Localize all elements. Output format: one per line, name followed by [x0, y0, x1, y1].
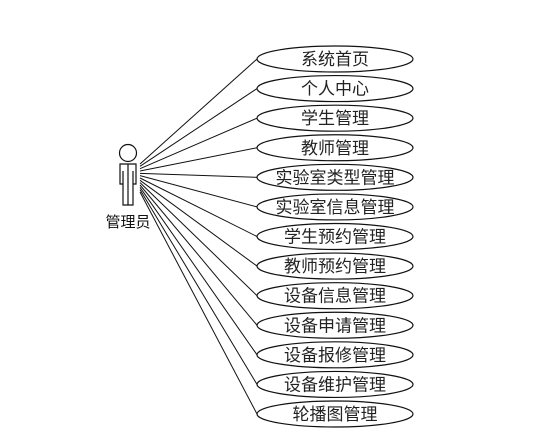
- use-case-ellipse: [256, 400, 414, 428]
- association-line: [139, 187, 258, 356]
- use-case: 设备申请管理: [256, 311, 414, 339]
- association-line: [139, 172, 258, 178]
- use-case-ellipse: [256, 45, 414, 73]
- use-case-ellipse: [256, 163, 414, 191]
- use-case-ellipse: [256, 282, 414, 310]
- association-line: [139, 117, 258, 170]
- use-case-label: 学生管理: [301, 109, 369, 129]
- actor-admin: 管理员: [105, 143, 151, 231]
- use-case-label: 设备申请管理: [284, 316, 386, 336]
- use-case-label: 设备维护管理: [284, 375, 386, 395]
- association-line: [139, 175, 258, 208]
- use-case-label: 学生预约管理: [284, 228, 386, 248]
- use-case-label: 系统首页: [301, 50, 369, 70]
- use-case: 实验室信息管理: [256, 193, 414, 221]
- use-case: 个人中心: [256, 74, 414, 103]
- association-line: [139, 88, 258, 167]
- use-case: 学生管理: [256, 104, 414, 132]
- use-case-label: 教师预约管理: [284, 257, 386, 277]
- actor-label: 管理员: [105, 213, 150, 231]
- use-case-ellipse: [256, 104, 414, 132]
- use-case: 轮播图管理: [256, 400, 414, 428]
- use-case: 设备维护管理: [256, 370, 414, 399]
- use-case-ellipse: [256, 222, 414, 251]
- use-case-ellipse: [256, 370, 414, 399]
- use-case-list: 系统首页个人中心学生管理教师管理实验室类型管理实验室信息管理学生预约管理教师预约…: [256, 45, 414, 428]
- association-line: [139, 191, 258, 415]
- use-case: 系统首页: [256, 45, 414, 73]
- use-case-ellipse: [256, 311, 414, 339]
- use-case: 教师预约管理: [256, 252, 414, 280]
- association-line: [139, 177, 258, 237]
- use-case-label: 个人中心: [301, 80, 369, 100]
- use-case-ellipse: [256, 74, 414, 103]
- use-case: 学生预约管理: [256, 222, 414, 251]
- use-case-ellipse: [256, 252, 414, 280]
- use-case: 实验室类型管理: [256, 163, 414, 191]
- association-line: [139, 58, 258, 165]
- association-line: [139, 189, 258, 385]
- use-case-label: 轮播图管理: [293, 405, 378, 425]
- person-icon: [118, 143, 138, 206]
- association-line: [139, 179, 258, 267]
- association-lines: [139, 58, 258, 415]
- use-case-label: 实验室信息管理: [276, 198, 395, 218]
- association-line: [139, 147, 258, 172]
- use-case: 设备报修管理: [256, 341, 414, 369]
- use-case-label: 实验室类型管理: [276, 168, 395, 188]
- use-case-label: 教师管理: [301, 139, 369, 159]
- use-case-label: 设备信息管理: [284, 287, 386, 307]
- association-line: [139, 184, 258, 326]
- association-line: [139, 182, 258, 297]
- use-case-ellipse: [256, 341, 414, 369]
- use-case-label: 设备报修管理: [284, 346, 386, 366]
- use-case-ellipse: [256, 193, 414, 221]
- use-case-ellipse: [256, 134, 414, 162]
- use-case: 教师管理: [256, 134, 414, 162]
- use-case: 设备信息管理: [256, 282, 414, 310]
